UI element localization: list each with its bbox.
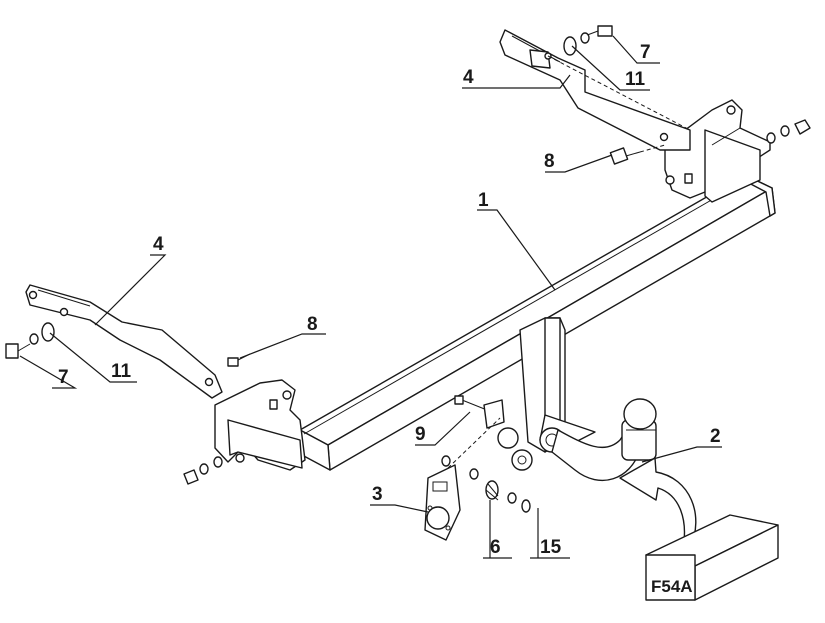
bracket-left [25,284,223,399]
ball-mount-arm [497,317,596,471]
model-code-box: F54A [645,514,779,601]
callout-4-top: 4 [463,67,474,88]
left-fasteners [5,322,251,485]
socket-plate [424,455,461,541]
callout-15: 15 [540,537,562,558]
callout-9: 9 [415,424,426,445]
callout-2: 2 [710,426,721,447]
callout-4-left: 4 [153,234,164,255]
socket-fasteners [447,395,531,513]
callout-11-left: 11 [111,361,132,382]
callouts: 1 2 3 4 4 6 7 7 8 8 9 11 [19,35,722,559]
right-mount-plate [664,99,771,203]
callout-11-top: 11 [625,69,646,90]
top-fasteners [544,25,811,165]
model-code-label: F54A [651,577,693,596]
callout-1: 1 [478,190,489,211]
callout-7-top: 7 [640,42,651,63]
bracket-top [499,29,691,151]
callout-8-left: 8 [307,314,318,335]
tow-ball [551,398,657,481]
callout-3: 3 [372,484,383,505]
callout-7-left: 7 [58,367,69,388]
left-mount-plate [214,379,306,471]
insert-arrow [619,457,697,549]
callout-8-top: 8 [544,151,555,172]
callout-6: 6 [490,537,501,558]
